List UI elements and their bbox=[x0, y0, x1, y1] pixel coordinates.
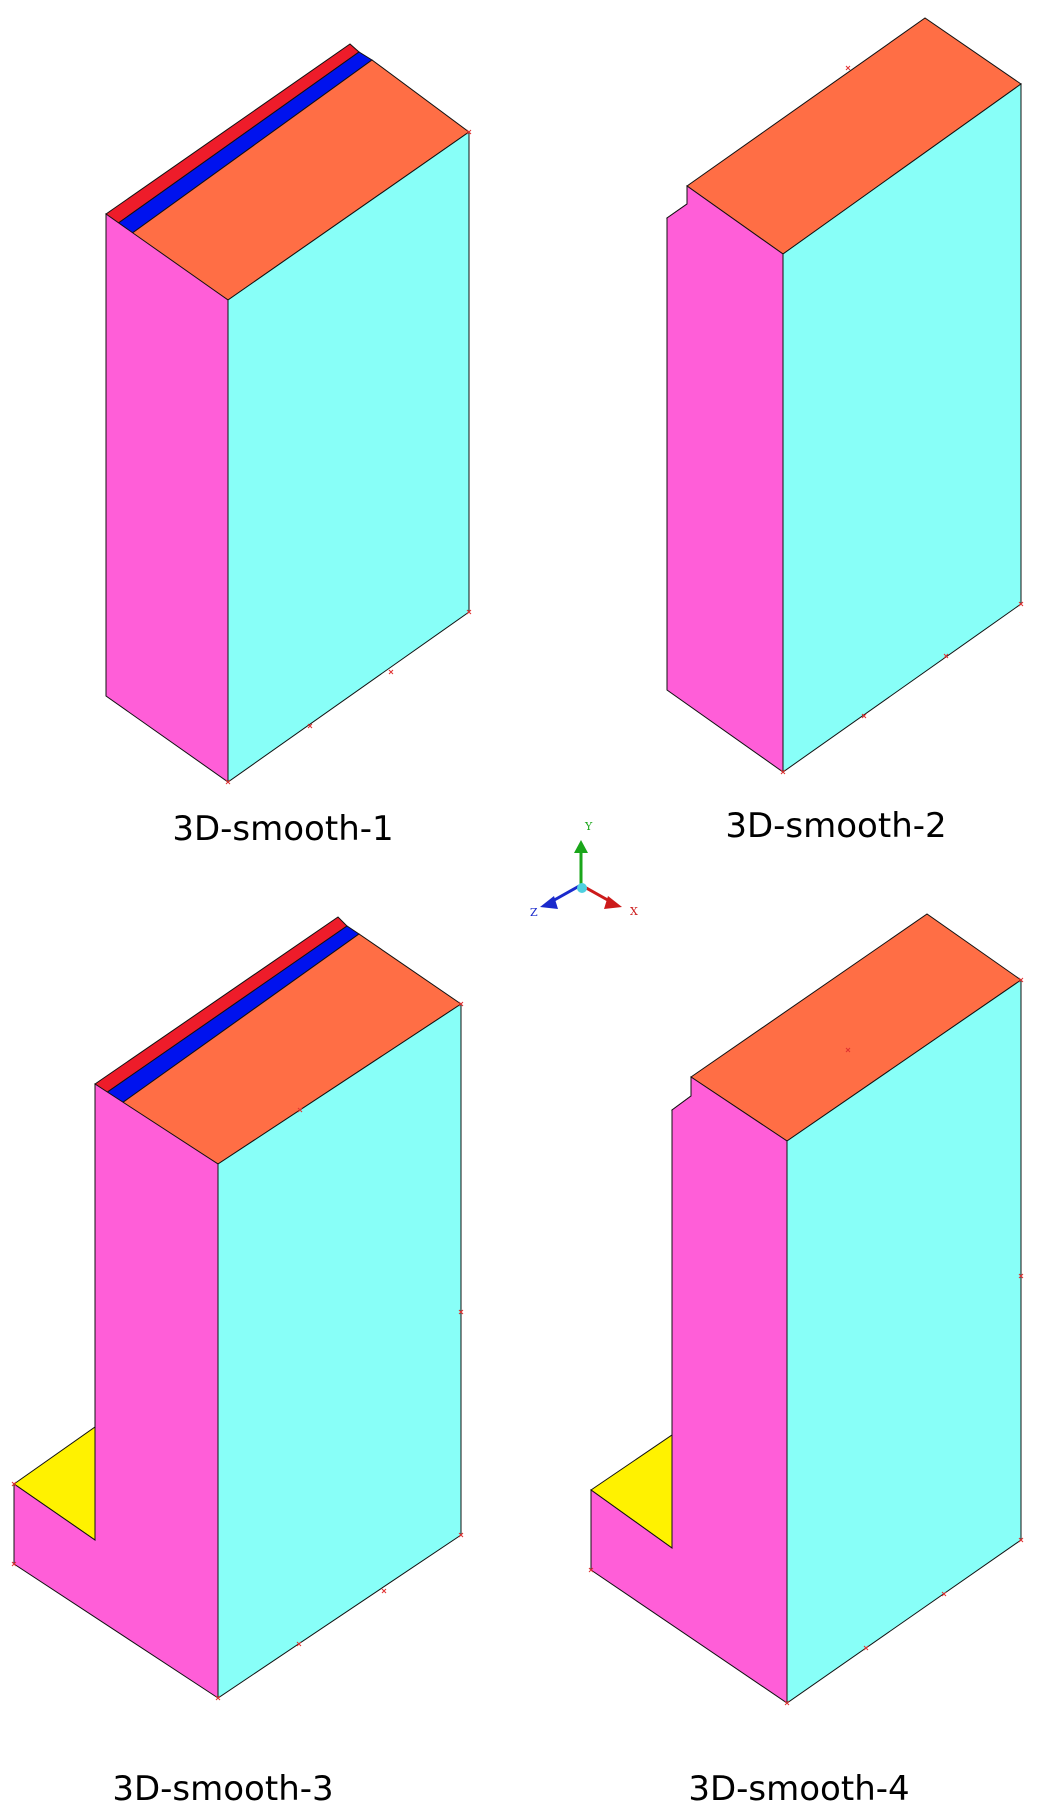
y-axis-arrowhead bbox=[574, 840, 588, 853]
vertex-marker bbox=[784, 1700, 790, 1706]
vertex-marker bbox=[296, 1641, 302, 1647]
vertex-marker bbox=[845, 1047, 851, 1053]
vertex-marker bbox=[941, 1591, 947, 1597]
vertex-marker bbox=[381, 1588, 387, 1594]
model-2-caption: 3D-smooth-2 bbox=[725, 806, 946, 846]
model-1 bbox=[105, 43, 470, 783]
vertex-marker bbox=[863, 1645, 869, 1651]
triad-origin bbox=[577, 883, 587, 893]
model-1-left-face bbox=[105, 213, 229, 783]
vertex-marker bbox=[780, 769, 786, 775]
vertex-marker bbox=[388, 669, 394, 675]
vertex-marker bbox=[458, 1001, 464, 1007]
model-2-left-face bbox=[666, 185, 784, 773]
vertex-marker bbox=[11, 1561, 17, 1567]
z-axis-arrowhead bbox=[540, 896, 558, 909]
model-4 bbox=[590, 913, 1022, 1704]
y-axis-label: Y bbox=[584, 820, 593, 833]
x-axis-arrowhead bbox=[604, 896, 622, 909]
model-1-caption: 3D-smooth-1 bbox=[172, 809, 393, 849]
vertex-marker bbox=[1018, 1273, 1024, 1279]
vertex-marker bbox=[458, 1309, 464, 1315]
vertex-marker bbox=[215, 1695, 221, 1701]
model-3 bbox=[13, 916, 462, 1699]
vertex-marker bbox=[943, 653, 949, 659]
vertex-marker bbox=[588, 1567, 594, 1573]
vertex-markers bbox=[11, 65, 1024, 1706]
model-3-caption: 3D-smooth-3 bbox=[112, 1769, 333, 1809]
vertex-marker bbox=[1018, 601, 1024, 607]
model-4-caption: 3D-smooth-4 bbox=[688, 1769, 909, 1809]
vertex-marker bbox=[225, 779, 231, 785]
vertex-marker bbox=[297, 1107, 303, 1113]
vertex-marker bbox=[458, 1532, 464, 1538]
model-2 bbox=[665, 17, 1022, 773]
axis-triad: Y X Z bbox=[530, 820, 638, 919]
model-3-left-face bbox=[13, 1083, 219, 1699]
vertex-marker bbox=[1018, 977, 1024, 983]
vertex-marker bbox=[845, 65, 851, 71]
vertex-marker bbox=[466, 609, 472, 615]
vertex-marker bbox=[466, 129, 472, 135]
z-axis-label: Z bbox=[530, 906, 538, 919]
vertex-marker bbox=[1018, 1537, 1024, 1543]
model-4-left-face bbox=[590, 1076, 788, 1704]
vertex-marker bbox=[861, 713, 867, 719]
x-axis-label: X bbox=[630, 905, 638, 918]
vertex-marker bbox=[307, 723, 313, 729]
vertex-marker bbox=[11, 1481, 17, 1487]
